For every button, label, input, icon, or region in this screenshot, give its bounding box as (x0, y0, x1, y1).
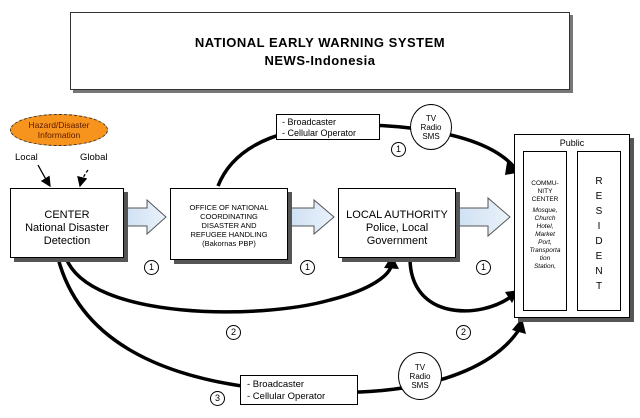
step-marker-1-b: 1 (300, 260, 315, 275)
hazard-line-2: Information (37, 130, 81, 140)
resident-letter: T (595, 281, 603, 292)
channels-top-line-2: - Cellular Operator (282, 128, 357, 138)
community-l3: CENTER (531, 196, 559, 203)
step-marker-1-a: 1 (144, 260, 159, 275)
center-box: CENTER National Disaster Detection (10, 188, 124, 258)
title-line-2: NEWS-Indonesia (264, 53, 376, 68)
path2-left (64, 257, 394, 314)
path2-left-head (384, 255, 399, 269)
step-marker-1-c: 1 (476, 260, 491, 275)
bakornas-line-5: (Bakornas PBP) (202, 239, 256, 248)
resident-letter: R (595, 176, 603, 187)
community-center-box: COMMU- NITY CENTER Mosque, Church Hotel,… (523, 151, 567, 311)
public-box: Public COMMU- NITY CENTER Mosque, Church… (514, 134, 630, 318)
local-arrow (37, 164, 51, 188)
community-l4: Mosque, (532, 207, 558, 214)
resident-letter: D (595, 236, 603, 247)
global-arrow (77, 169, 89, 188)
community-l5: Church (534, 215, 556, 222)
resident-box: R E S I D E N T (577, 151, 621, 311)
local-label: Local (15, 152, 38, 163)
community-l7: Market (535, 231, 555, 238)
community-l6: Hotel, (536, 223, 554, 230)
community-l2: NITY (537, 188, 553, 195)
bakornas-line-1: OFFICE OF NATIONAL (189, 203, 269, 212)
global-label: Global (80, 152, 108, 163)
title-line-1: NATIONAL EARLY WARNING SYSTEM (194, 35, 446, 50)
step-marker-3: 3 (210, 391, 225, 406)
media-top-l1: TV (425, 114, 437, 123)
local-authority-box: LOCAL AUTHORITY Police, Local Government (338, 188, 456, 258)
media-bottom-oval: TV Radio SMS (398, 352, 442, 400)
local-authority-line-1: LOCAL AUTHORITY (346, 209, 448, 221)
channels-bottom-line-2: - Cellular Operator (247, 391, 326, 402)
local-authority-line-2: Police, Local (365, 222, 429, 234)
block-arrow-b (290, 198, 335, 236)
local-authority-line-3: Government (366, 235, 428, 247)
public-label: Public (559, 138, 585, 148)
community-l1: COMMU- (531, 180, 559, 187)
center-line-2: National Disaster (25, 222, 109, 234)
path2-right (408, 257, 514, 313)
media-top-l2: Radio (420, 123, 442, 132)
media-bottom-l3: SMS (411, 381, 429, 390)
media-bottom-l1: TV (414, 363, 426, 372)
channels-top-box: - Broadcaster - Cellular Operator (276, 114, 380, 140)
channels-bottom-box: - Broadcaster - Cellular Operator (240, 375, 358, 405)
resident-letter: E (595, 191, 603, 202)
hazard-line-1: Hazard/Disaster (28, 120, 90, 130)
bakornas-line-3: DISASTER AND (201, 221, 257, 230)
community-l10: tion (539, 255, 551, 262)
path3-head (512, 318, 526, 334)
path3 (56, 257, 522, 395)
center-line-3: Detection (43, 235, 91, 247)
step-marker-1-top: 1 (391, 142, 406, 157)
resident-letter: E (595, 251, 603, 262)
top-path (216, 123, 517, 187)
resident-letter: I (597, 221, 601, 232)
community-l8: Port, (538, 239, 552, 246)
media-bottom-l2: Radio (409, 372, 431, 381)
block-arrow-c (457, 196, 511, 238)
resident-letter: N (595, 266, 603, 277)
resident-letter: S (595, 206, 603, 217)
hazard-info-oval: Hazard/Disaster Information (10, 114, 108, 146)
media-top-oval: TV Radio SMS (410, 104, 452, 150)
title-box: NATIONAL EARLY WARNING SYSTEM NEWS-Indon… (70, 12, 570, 90)
block-arrow-a (125, 198, 167, 236)
bakornas-box: OFFICE OF NATIONAL COORDINATING DISASTER… (170, 188, 288, 260)
bakornas-line-4: REFUGEE HANDLING (190, 230, 268, 239)
channels-bottom-line-1: - Broadcaster (247, 379, 305, 390)
step-marker-2-right: 2 (456, 325, 471, 340)
center-line-1: CENTER (44, 209, 90, 221)
community-l9: Transporta (529, 247, 561, 254)
media-top-l3: SMS (422, 132, 440, 141)
channels-top-line-1: - Broadcaster (282, 117, 337, 127)
step-marker-2-left: 2 (226, 325, 241, 340)
bakornas-line-2: COORDINATING (200, 212, 258, 221)
community-l11: Station, (533, 263, 557, 270)
